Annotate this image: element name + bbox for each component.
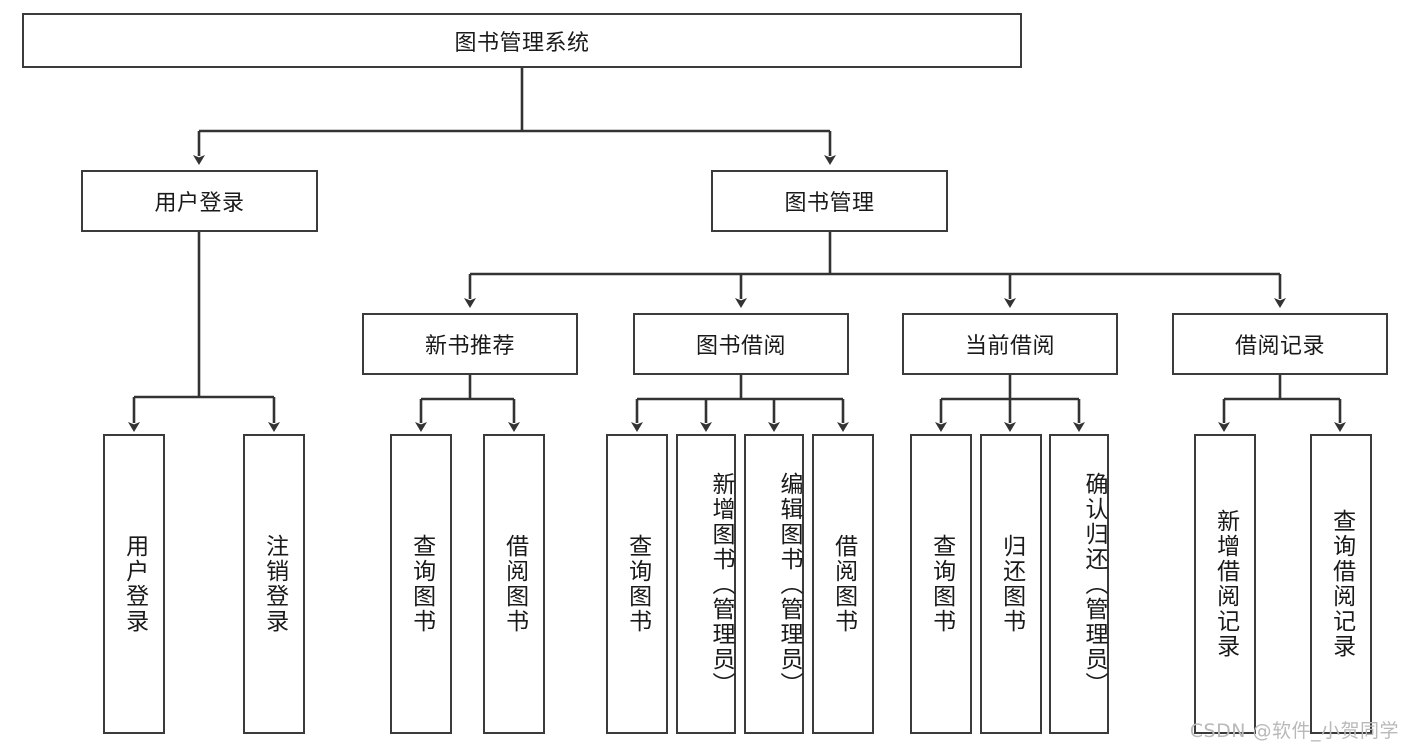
- node-leaf-edit-book-label: 编辑图书（管理员）: [776, 471, 802, 697]
- node-leaf-edit-book[interactable]: 编辑图书（管理员）: [744, 434, 804, 734]
- node-leaf-add-book[interactable]: 新增图书（管理员）: [676, 434, 736, 734]
- node-leaf-borrow-book-1-label: 借阅图书: [501, 534, 528, 634]
- node-root-label: 图书管理系统: [454, 30, 590, 56]
- node-leaf-query-book-3[interactable]: 查询图书: [910, 434, 972, 734]
- node-book-borrow-label: 图书借阅: [695, 334, 786, 359]
- node-leaf-query-record[interactable]: 查询借阅记录: [1310, 434, 1372, 734]
- node-leaf-add-record[interactable]: 新增借阅记录: [1194, 434, 1256, 734]
- node-leaf-user-login[interactable]: 用户登录: [103, 434, 165, 734]
- node-book-borrow[interactable]: 图书借阅: [633, 313, 849, 375]
- node-leaf-return-book[interactable]: 归还图书: [980, 434, 1042, 734]
- node-leaf-query-book-2[interactable]: 查询图书: [606, 434, 668, 734]
- node-book-manage-label: 图书管理: [784, 191, 875, 216]
- node-leaf-query-book-3-label: 查询图书: [928, 534, 955, 634]
- node-new-book-rec-label: 新书推荐: [424, 334, 515, 359]
- node-new-book-rec[interactable]: 新书推荐: [362, 313, 578, 375]
- node-leaf-query-record-label: 查询借阅记录: [1328, 509, 1355, 659]
- node-leaf-query-book-1-label: 查询图书: [408, 534, 435, 634]
- node-user-login[interactable]: 用户登录: [81, 170, 318, 232]
- node-current-borrow-label: 当前借阅: [964, 334, 1055, 359]
- node-leaf-add-record-label: 新增借阅记录: [1212, 509, 1239, 659]
- node-borrow-record-label: 借阅记录: [1234, 334, 1325, 359]
- node-borrow-record[interactable]: 借阅记录: [1172, 313, 1388, 375]
- node-current-borrow[interactable]: 当前借阅: [902, 313, 1118, 375]
- node-leaf-query-book-1[interactable]: 查询图书: [390, 434, 452, 734]
- node-leaf-return-book-label: 归还图书: [998, 534, 1025, 634]
- node-root[interactable]: 图书管理系统: [22, 13, 1022, 68]
- node-leaf-query-book-2-label: 查询图书: [624, 534, 651, 634]
- node-leaf-confirm-return[interactable]: 确认归还（管理员）: [1049, 434, 1109, 734]
- node-leaf-borrow-book-2[interactable]: 借阅图书: [812, 434, 874, 734]
- node-leaf-borrow-book-1[interactable]: 借阅图书: [483, 434, 545, 734]
- node-user-login-label: 用户登录: [154, 191, 245, 216]
- node-leaf-logout-login-label: 注销登录: [261, 534, 288, 634]
- node-leaf-user-login-label: 用户登录: [121, 534, 148, 634]
- node-leaf-confirm-return-label: 确认归还（管理员）: [1081, 471, 1107, 697]
- csdn-watermark: CSDN @软件_小贺同学: [1189, 720, 1399, 742]
- node-leaf-borrow-book-2-label: 借阅图书: [830, 534, 857, 634]
- node-leaf-logout-login[interactable]: 注销登录: [243, 434, 305, 734]
- node-book-manage[interactable]: 图书管理: [711, 170, 948, 232]
- node-leaf-add-book-label: 新增图书（管理员）: [708, 471, 734, 697]
